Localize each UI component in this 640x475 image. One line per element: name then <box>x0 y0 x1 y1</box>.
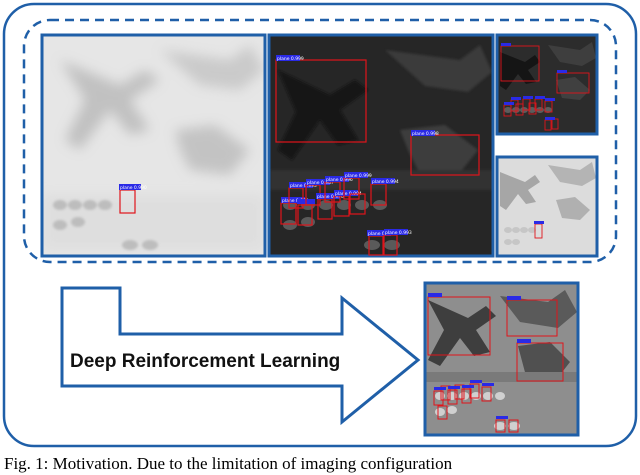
motivation-figure: plane 0.990 plane 0.999 plane 0.998 <box>0 0 640 450</box>
small-hazy-image <box>498 158 596 255</box>
arrow-label: Deep Reinforcement Learning <box>70 351 340 372</box>
detection-label: plane 0.994 <box>372 179 399 185</box>
detection-label: plane 0.999 <box>345 173 372 179</box>
hazy-input-image <box>43 36 264 255</box>
process-arrow: Deep Reinforcement Learning <box>62 288 418 422</box>
detection-label: plane 0.999 <box>277 56 304 62</box>
result-image <box>426 284 577 434</box>
detection-label: plane 0.990 <box>120 185 147 191</box>
enhanced-dark-image <box>270 36 492 255</box>
figure-caption: Fig. 1: Motivation. Due to the limitatio… <box>4 454 640 474</box>
detection-label: plane 0.993 <box>385 230 412 236</box>
detection-label: plane 0.998 <box>412 131 439 137</box>
